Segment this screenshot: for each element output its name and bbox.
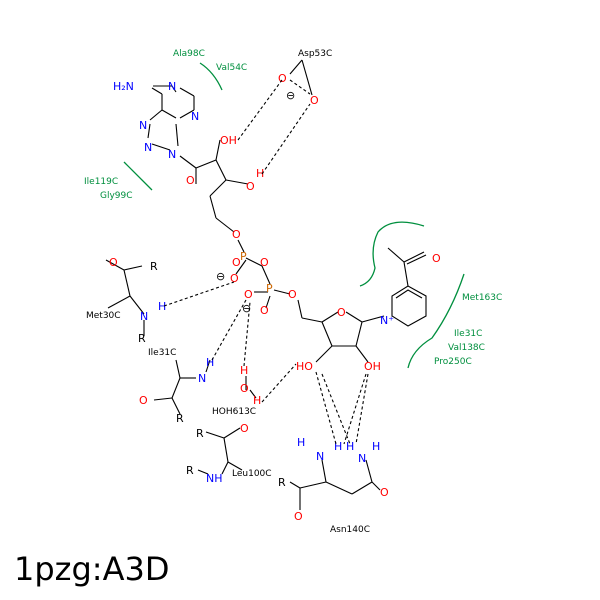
ribose1-ring-o: O [186, 174, 195, 187]
contact-arc-met163 [359, 221, 425, 287]
pyrophosphate-group [235, 239, 303, 319]
asn140-h1: H [334, 440, 342, 453]
ribose2-o3-hydroxyl: HO [296, 360, 313, 373]
ile31-o: O [139, 394, 148, 407]
asn140-o: O [294, 510, 303, 523]
contact-arc-ile119 [123, 161, 153, 191]
diagram-title: 1pzg:A3D [14, 550, 170, 588]
ribose2-ring-o: O [337, 306, 346, 319]
phosphate2-o1: O [244, 288, 253, 301]
contact-arc-ile31 [407, 273, 465, 369]
phosphate1-p: P [240, 250, 247, 263]
ile31-residue [153, 359, 211, 415]
amine-label: H₂N [113, 80, 134, 93]
asn140-n: N [316, 450, 324, 463]
label-hoh613: HOH613C [212, 407, 256, 417]
nicotinamide-ring [387, 247, 427, 327]
ile31-h: H [206, 356, 214, 369]
label-pro250: Pro250C [434, 357, 472, 367]
label-met30: Met30C [86, 311, 121, 321]
label-leu100: Leu100C [232, 469, 272, 479]
asn140-residue [289, 459, 381, 510]
phosphate1-o2: O [230, 272, 239, 285]
phosphate2-o2: O [260, 304, 269, 317]
water-h2: H [253, 394, 261, 407]
label-met163: Met163C [462, 293, 502, 303]
asn140-od1: O [380, 486, 389, 499]
phosphate2-charge: ⊖ [242, 302, 251, 315]
asn140-n-h: H [297, 436, 305, 449]
ribose1-o3-hydroxyl: O [246, 180, 255, 193]
ribose1-o3-h: H [256, 167, 264, 180]
label-ile31b: Ile31C [454, 329, 482, 339]
asn140-h3: H [372, 440, 380, 453]
adenine-n7: N [139, 119, 147, 132]
met30-r2: R [138, 332, 146, 345]
adenine-n4: N [144, 141, 152, 154]
ile31-n: N [198, 372, 206, 385]
acetyl-o: O [432, 252, 441, 265]
ile31-r: R [176, 412, 184, 425]
asn140-r: R [278, 476, 286, 489]
phosphate1-charge: ⊖ [216, 270, 225, 283]
hydrogen-bonds [163, 79, 369, 445]
label-asn140: Asn140C [330, 525, 370, 535]
asn140-nd2: N [358, 452, 366, 465]
water-h1: H [240, 364, 248, 377]
asn140-h2: H [346, 440, 354, 453]
ribose-nicotinamide [301, 311, 385, 363]
asp53-o2: O [310, 94, 319, 107]
adenine-n3: N [191, 110, 199, 123]
met30-o: O [109, 256, 118, 269]
met30-r1: R [150, 260, 158, 273]
label-val138: Val138C [448, 343, 485, 353]
ribose1-o2-hydroxyl: OH [220, 134, 237, 147]
ribose2-o2-hydroxyl: OH [364, 360, 381, 373]
leu100-residue [197, 427, 243, 475]
label-gly99: Gly99C [100, 191, 133, 201]
label-ile31a: Ile31C [148, 348, 176, 358]
contact-arc-ala98 [199, 62, 223, 91]
ribose-adenosine [179, 139, 249, 233]
adenine-n1: N [168, 80, 176, 93]
label-ile119: Ile119C [84, 177, 118, 187]
phosphate2-p: P [266, 282, 273, 295]
label-asp53: Asp53C [298, 49, 332, 59]
asp53-charge: ⊖ [286, 89, 295, 102]
label-ala98: Ala98C [173, 49, 205, 59]
met30-residue [105, 259, 145, 336]
adenine-group [147, 85, 195, 151]
bridging-o: O [260, 256, 269, 269]
met30-h: H [158, 300, 166, 313]
phosphate2-o3: O [288, 288, 297, 301]
leu100-o: O [240, 422, 249, 435]
leu100-r1: R [196, 427, 204, 440]
adenine-n9: N [168, 148, 176, 161]
label-val54: Val54C [216, 63, 247, 73]
leu100-r2: R [186, 464, 194, 477]
met30-n: N [140, 310, 148, 323]
water-o: O [240, 382, 249, 395]
ribose1-o5: O [232, 228, 241, 241]
leu100-nh: NH [206, 472, 223, 485]
asp53-o1: O [278, 72, 287, 85]
pyridinium-n: N⁺ [380, 314, 394, 327]
phosphate1-o1: O [232, 256, 241, 269]
